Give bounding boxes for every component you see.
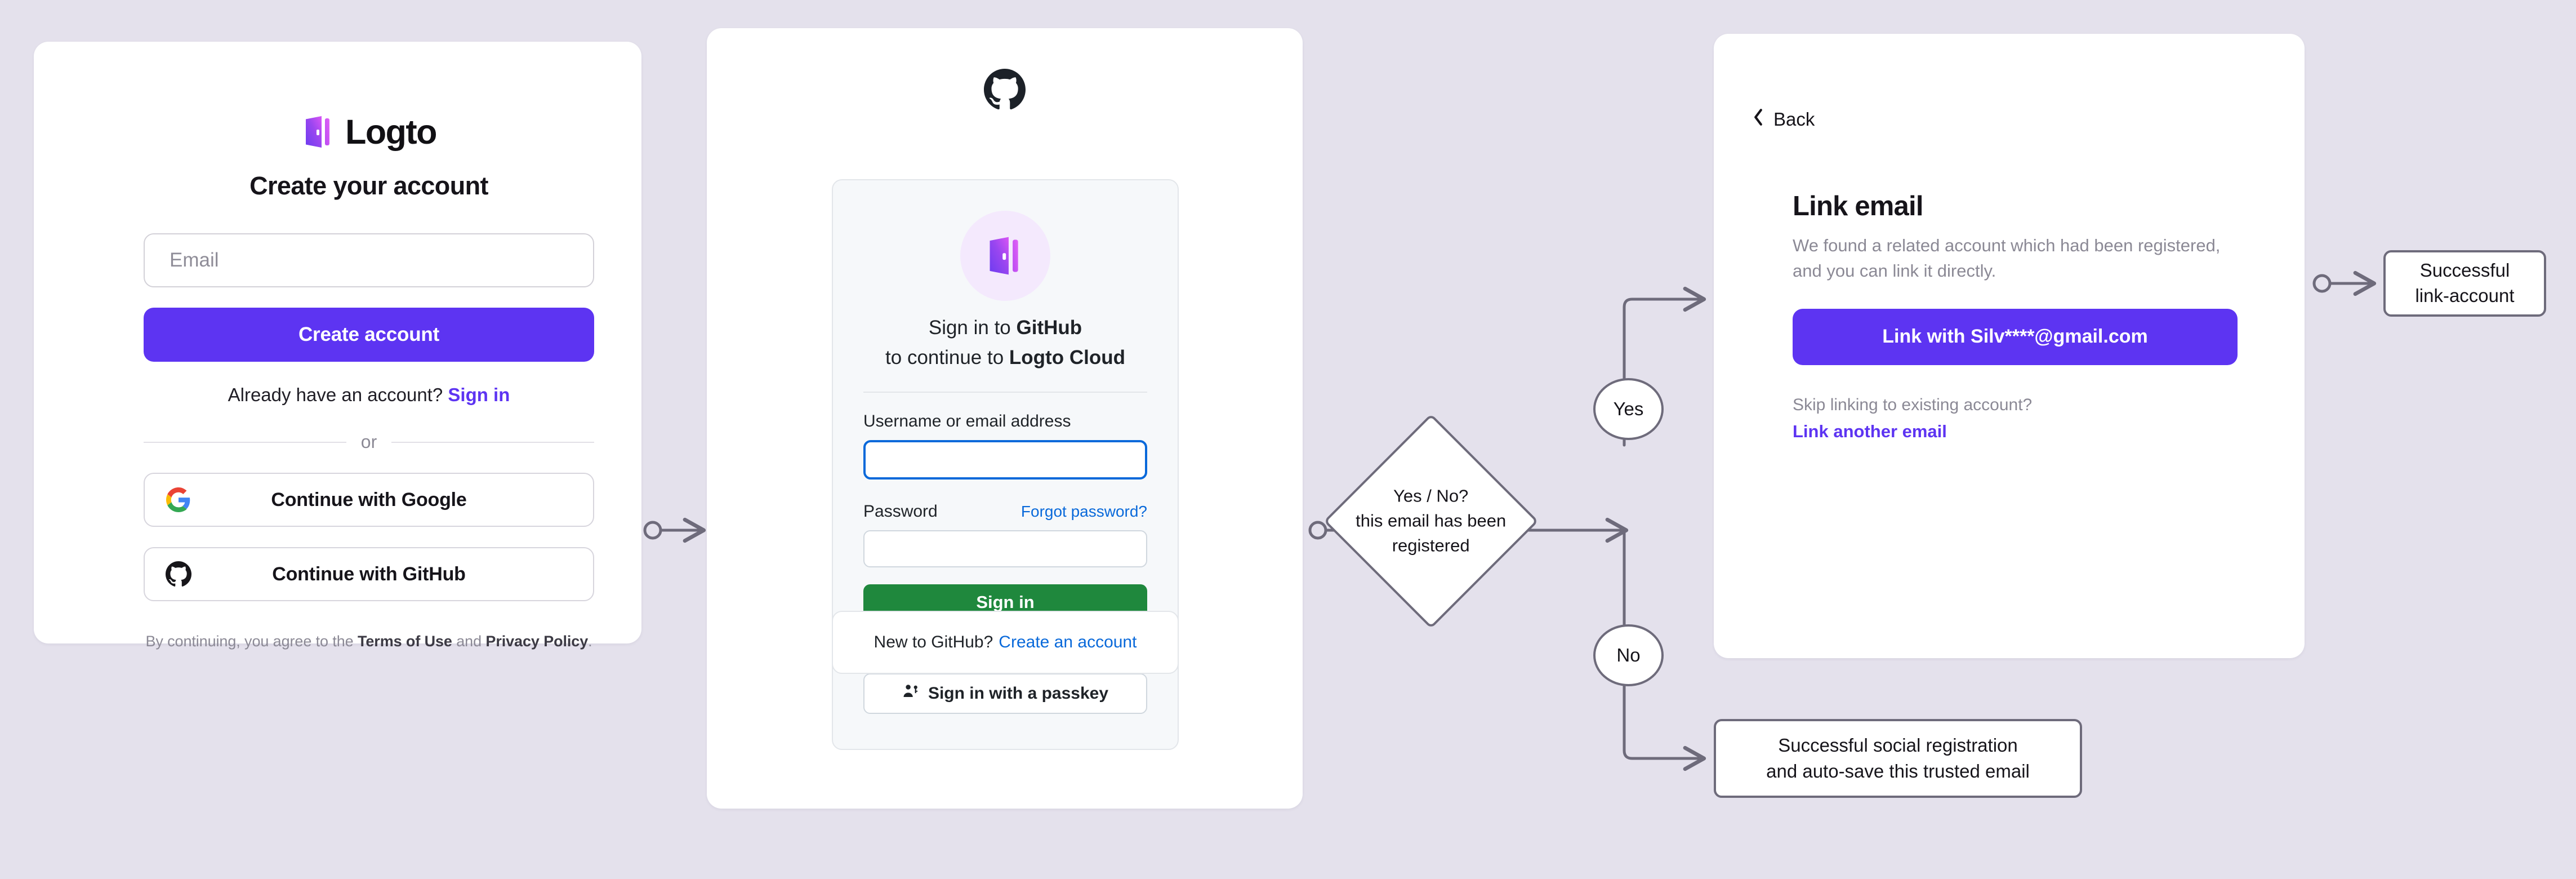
link-another-email-link[interactable]: Link another email: [1793, 421, 1947, 441]
page-title: Create your account: [249, 171, 488, 200]
password-label: Password: [863, 502, 938, 521]
passkey-button-label: Sign in with a passkey: [928, 684, 1109, 703]
password-input[interactable]: [863, 530, 1147, 567]
legal-text: By continuing, you agree to the Terms of…: [144, 633, 594, 650]
create-an-account-link[interactable]: Create an account: [999, 633, 1137, 651]
back-label: Back: [1773, 109, 1815, 130]
continue-with-github-button[interactable]: Continue with GitHub: [144, 547, 594, 601]
passkey-person-key-icon: [902, 683, 919, 704]
continue-with-google-button[interactable]: Continue with Google: [144, 473, 594, 527]
branch-no-node: No: [1593, 624, 1664, 686]
logto-wordmark: Logto: [345, 112, 437, 151]
signin-line2-prefix: to continue to: [885, 346, 1009, 369]
signin-line1-prefix: Sign in to: [928, 317, 1017, 339]
already-have-account-text: Already have an account?: [228, 384, 443, 405]
legal-and: and: [452, 633, 486, 650]
logto-signup-card: Logto Create your account Email Create a…: [34, 42, 641, 650]
panel-divider: [863, 392, 1147, 393]
sign-in-link[interactable]: Sign in: [448, 384, 510, 405]
link-email-title: Link email: [1793, 191, 1923, 221]
create-account-button[interactable]: Create account: [144, 308, 594, 362]
success-link-line-1: Successful: [2419, 260, 2510, 281]
github-icon: [165, 561, 192, 588]
username-input[interactable]: [863, 440, 1147, 480]
successful-link-account-node: Successful link-account: [2383, 250, 2546, 317]
legal-suffix: .: [588, 633, 592, 650]
privacy-policy-link[interactable]: Privacy Policy: [485, 633, 589, 650]
decision-diamond: Yes / No? this email has been registered: [1323, 414, 1539, 629]
google-icon: [165, 486, 192, 513]
divider-rule-left: [144, 441, 346, 443]
passkey-signin-button[interactable]: Sign in with a passkey: [863, 673, 1147, 714]
logto-app-badge: [960, 211, 1050, 301]
success-social-line-1: Successful social registration: [1778, 734, 2018, 756]
skip-linking-text: Skip linking to existing account?: [1793, 395, 2033, 414]
link-email-description: We found a related account which had bee…: [1793, 236, 2221, 281]
email-placeholder: Email: [170, 249, 219, 271]
new-to-github-text: New to GitHub?: [873, 633, 993, 651]
chevron-left-icon: [1752, 108, 1764, 131]
signin-line2-app: Logto Cloud: [1009, 346, 1125, 369]
success-social-line-2: and auto-save this trusted email: [1766, 761, 2030, 782]
github-logo: [707, 69, 1303, 110]
divider-label: or: [360, 432, 377, 452]
logto-logo: Logto: [144, 105, 594, 159]
github-button-label: Continue with GitHub: [272, 563, 466, 585]
successful-social-registration-node: Successful social registration and auto-…: [1714, 719, 2082, 798]
legal-prefix: By continuing, you agree to the: [145, 633, 358, 650]
success-link-line-2: link-account: [2415, 285, 2515, 306]
new-to-github-box: New to GitHub? Create an account: [832, 611, 1179, 674]
link-email-card: Back Link email We found a related accou…: [1714, 34, 2305, 658]
password-label-row: Password Forgot password?: [863, 502, 1147, 521]
link-with-email-button[interactable]: Link with Silv****@gmail.com: [1793, 308, 2238, 365]
divider-rule-right: [391, 441, 595, 443]
back-button[interactable]: Back: [1752, 108, 1815, 131]
or-divider: or: [144, 432, 595, 452]
google-button-label: Continue with Google: [271, 489, 467, 510]
github-signin-heading: Sign in to GitHub to continue to Logto C…: [863, 313, 1147, 372]
decision-line-1: Yes / No?: [1393, 486, 1469, 506]
decision-line-2: this email has been: [1356, 510, 1507, 531]
forgot-password-link[interactable]: Forgot password?: [1020, 503, 1147, 520]
email-input[interactable]: Email: [144, 233, 594, 287]
decision-line-3: registered: [1392, 536, 1470, 556]
logto-door-icon: [301, 114, 336, 149]
username-label: Username or email address: [863, 412, 1071, 430]
terms-of-use-link[interactable]: Terms of Use: [358, 633, 452, 650]
already-have-account-row: Already have an account? Sign in: [144, 384, 594, 406]
branch-yes-node: Yes: [1593, 378, 1664, 440]
signin-line1-provider: GitHub: [1016, 317, 1082, 339]
github-signin-card: Sign in to GitHub to continue to Logto C…: [707, 28, 1303, 809]
